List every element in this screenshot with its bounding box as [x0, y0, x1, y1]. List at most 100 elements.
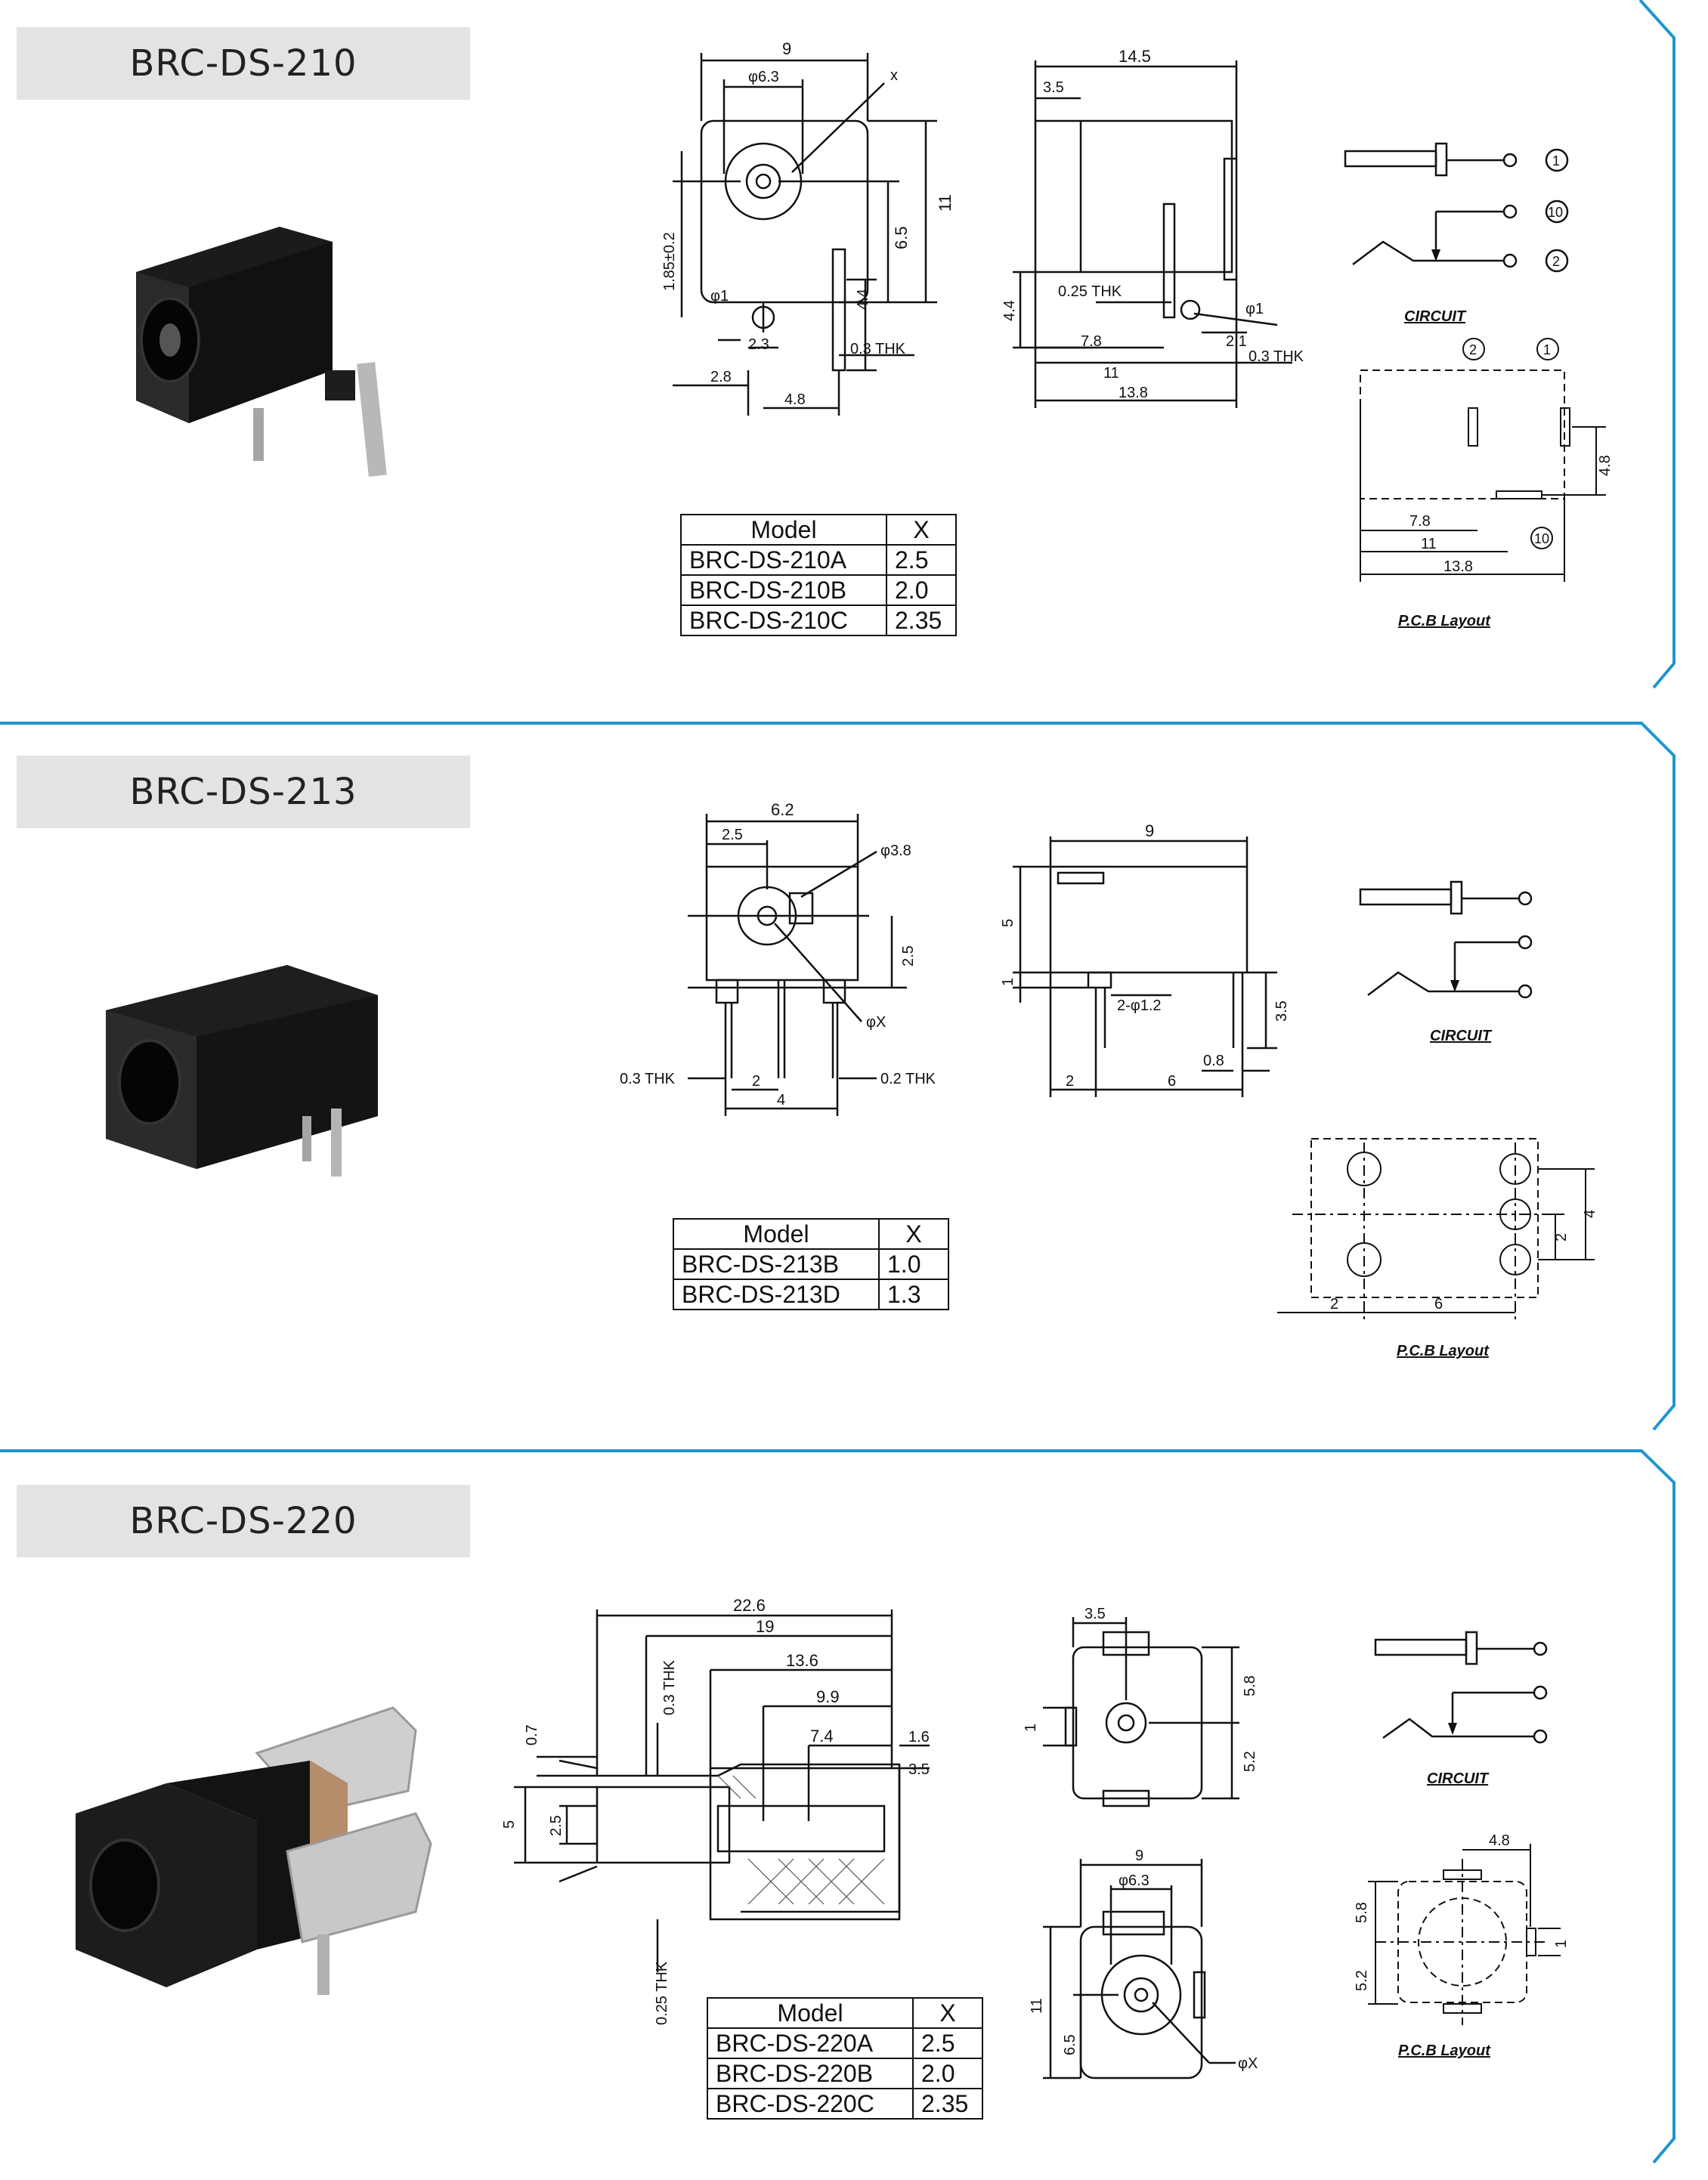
- pcb-dim-5-2: 5.2: [1354, 1970, 1370, 1991]
- side-view-drawing: 14.5 3.5 4.4 0.25 THK φ1 2.1 7.8 0.3 THK…: [1001, 47, 1304, 408]
- circuit-label: CIRCUIT: [1427, 1770, 1490, 1787]
- cell-x: 2.0: [886, 574, 957, 606]
- dim-pin-dia: φ1: [1245, 301, 1264, 317]
- dim-5-8: 5.8: [1242, 1675, 1258, 1696]
- section-title: BRC-DS-210: [17, 27, 470, 100]
- section-brc-ds-210: BRC-DS-210: [0, 0, 1708, 723]
- front-view-drawing: 9 φ6.3 x 11 6.5 1.85±0.2 φ1 4.4 2.3 0.3 …: [661, 39, 955, 416]
- circuit-pin-2: 2: [1552, 254, 1560, 269]
- pcb-dim-4: 4: [1582, 1210, 1598, 1218]
- dim-02-thk: 0.2 THK: [880, 1071, 936, 1087]
- dim-6-5: 6.5: [1062, 2034, 1078, 2055]
- table-header-row: Model X: [680, 514, 957, 546]
- dim-2-5: 2.5: [548, 1815, 565, 1836]
- pcb-pin-10: 10: [1534, 531, 1549, 546]
- dim-3-5: 3.5: [908, 1761, 930, 1778]
- dim-5: 5: [1000, 919, 1016, 927]
- dim-2-1: 2.1: [1226, 333, 1247, 350]
- table-row: BRC-DS-210B 2.0: [680, 574, 957, 606]
- dim-3-5: 3.5: [1085, 1606, 1106, 1622]
- circuit-label: CIRCUIT: [1404, 308, 1467, 325]
- back-view-drawing: 3.5 5.8 5.2 1: [1023, 1606, 1258, 1807]
- table-header-row: Model X: [707, 1997, 983, 2029]
- pcb-dim-7-8: 7.8: [1409, 513, 1431, 530]
- pcb-dim-2: 2: [1330, 1296, 1338, 1313]
- dim-length: 14.5: [1119, 47, 1151, 66]
- dim-4-4: 4.4: [1001, 300, 1018, 321]
- pcb-dim-13-8: 13.8: [1443, 558, 1473, 575]
- dim-0-7: 0.7: [524, 1724, 540, 1746]
- divider-1: [0, 722, 1676, 1431]
- dim-1: 1: [1023, 1724, 1039, 1732]
- table-row: BRC-DS-210C 2.35: [680, 605, 957, 636]
- dim-diameter: φ6.3: [1119, 1872, 1149, 1889]
- dim-x: x: [890, 67, 898, 84]
- dim-2-8: 2.8: [710, 369, 732, 385]
- dim-width: 6.2: [771, 800, 794, 819]
- cell-model: BRC-DS-220B: [707, 2058, 914, 2089]
- section-brc-ds-213: BRC-DS-213: [0, 723, 1708, 1451]
- dim-phix: φX: [866, 1014, 886, 1031]
- dim-9: 9: [1145, 821, 1154, 840]
- dim-2-3: 2.3: [748, 336, 769, 353]
- cell-x: 2.0: [912, 2058, 983, 2089]
- dim-height: 11: [936, 194, 955, 212]
- dim-03-thk: 0.3 THK: [620, 1071, 676, 1087]
- dim-phix: φX: [1238, 2055, 1258, 2072]
- cell-model: BRC-DS-220A: [707, 2027, 914, 2059]
- cell-x: 2.5: [886, 544, 957, 576]
- table-row: BRC-DS-220A 2.5: [707, 2027, 983, 2059]
- pcb-layout-drawing: 4.8 5.8 5.2 1 P.C.B Layout: [1354, 1832, 1570, 2059]
- header-x: X: [886, 514, 957, 546]
- table-row: BRC-DS-220B 2.0: [707, 2058, 983, 2089]
- pcb-dim-1: 1: [1553, 1940, 1570, 1948]
- dim-1: 1: [1000, 978, 1016, 986]
- product-photo: [136, 227, 387, 477]
- circuit-diagram: 1 10 2 CIRCUIT: [1344, 142, 1569, 325]
- pcb-dim-11: 11: [1421, 536, 1437, 552]
- circuit-label: CIRCUIT: [1430, 1028, 1493, 1044]
- dim-diameter: φ3.8: [880, 843, 911, 859]
- product-photo: [106, 965, 378, 1177]
- pcb-layout-drawing: 4 2 2 6 P.C.B Layout: [1277, 1138, 1598, 1359]
- circuit-pin-1: 1: [1552, 153, 1560, 169]
- pcb-dim-2-vert: 2: [1553, 1233, 1570, 1242]
- dim-2: 2: [752, 1073, 760, 1090]
- header-x: X: [912, 1997, 983, 2029]
- header-model: Model: [680, 514, 887, 546]
- dim-pin-dia: φ1: [710, 288, 729, 305]
- header-model: Model: [673, 1218, 880, 1250]
- pcb-label: P.C.B Layout: [1398, 2042, 1491, 2059]
- side-view-drawing: 22.6 19 13.6 0.3 THK 9.9 7.4 1.6 3.5 0.7…: [501, 1596, 930, 2025]
- dim-6: 6: [1168, 1073, 1176, 1090]
- dim-025-thk: 0.25 THK: [654, 1961, 670, 2025]
- side-view-drawing: 9 5 1 2-φ1.2 3.5 0.8 2 6: [1000, 821, 1290, 1097]
- pcb-dim-4-8: 4.8: [1489, 1832, 1510, 1849]
- model-table: Model X BRC-DS-210A 2.5 BRC-DS-210B 2.0 …: [680, 514, 957, 636]
- cell-model: BRC-DS-210C: [680, 605, 887, 636]
- pcb-layout-drawing: 2 1 4.8 7.8 10 11 13.8 P.C.B Layout: [1360, 338, 1614, 629]
- dim-11: 11: [1029, 1998, 1045, 2014]
- model-table: Model X BRC-DS-220A 2.5 BRC-DS-220B 2.0 …: [707, 1997, 983, 2120]
- table-row: BRC-DS-213B 1.0: [673, 1248, 949, 1280]
- dim-offset: 1.85±0.2: [661, 232, 678, 291]
- circuit-diagram: CIRCUIT: [1359, 880, 1533, 1044]
- dim-4-8: 4.8: [784, 391, 806, 408]
- dim-13-8: 13.8: [1119, 385, 1148, 401]
- dim-1-6: 1.6: [908, 1729, 930, 1746]
- dim-thk: 0.3 THK: [850, 341, 906, 357]
- pcb-dim-6: 6: [1434, 1296, 1443, 1313]
- circuit-pin-10: 10: [1548, 205, 1563, 220]
- cell-x: 2.35: [912, 2088, 983, 2120]
- dim-diameter: φ6.3: [748, 69, 779, 85]
- dim-5: 5: [501, 1820, 518, 1829]
- cell-model: BRC-DS-213B: [673, 1248, 880, 1280]
- table-row: BRC-DS-220C 2.35: [707, 2088, 983, 2120]
- dim-3-5: 3.5: [1273, 1000, 1290, 1022]
- cell-model: BRC-DS-220C: [707, 2088, 914, 2120]
- pcb-pin-1: 1: [1543, 342, 1551, 357]
- dim-2: 2: [1066, 1073, 1074, 1090]
- product-photo: [76, 1706, 432, 1995]
